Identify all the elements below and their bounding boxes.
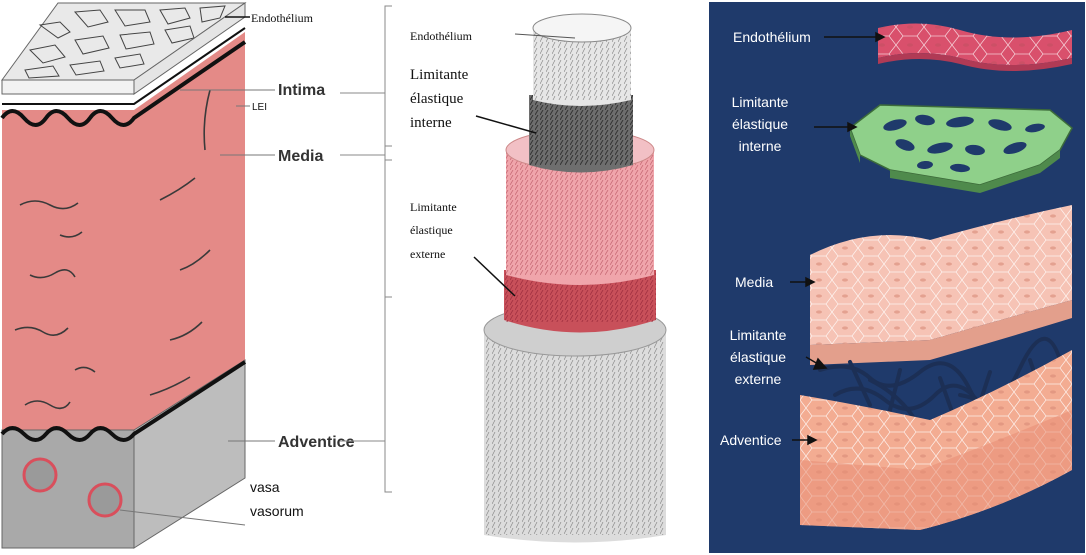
vasa-vasorum-circle-2 <box>89 484 121 516</box>
mid-lee-label-line2: élastique <box>410 223 453 237</box>
right-adventice-label: Adventice <box>720 432 782 448</box>
mid-lee-label-line1: Limitante <box>410 200 457 214</box>
mid-lei-leader <box>476 116 536 133</box>
right-endothelium-label: Endothélium <box>733 29 811 45</box>
left-vasa-label-line1: vasa <box>250 479 280 495</box>
mid-endothelium-label: Endothélium <box>410 29 473 43</box>
mid-lee-label-line3: externe <box>410 247 445 261</box>
right-lee-label-line1: Limitante <box>730 327 787 343</box>
left-media-label: Media <box>278 148 323 165</box>
left-adventice-label: Adventice <box>278 434 355 451</box>
left-block <box>2 3 275 548</box>
layer-brackets <box>340 6 392 492</box>
intima-band <box>2 80 134 94</box>
mid-lei-label-line1: Limitante <box>410 67 469 83</box>
right-lee-label-line2: élastique <box>730 349 786 365</box>
right-lei-label-line3: interne <box>739 138 782 154</box>
mid-lei-label-line2: élastique <box>410 91 464 107</box>
right-lee-label-line3: externe <box>735 371 782 387</box>
right-lei-label-line2: élastique <box>732 116 788 132</box>
middle-cylinder <box>474 14 666 543</box>
mid-lei-label-line3: interne <box>410 115 452 131</box>
vasa-vasorum-circle-1 <box>24 459 56 491</box>
right-media-label: Media <box>735 274 773 290</box>
left-vasa-label-line2: vasorum <box>250 503 304 519</box>
left-lei-label: LEI <box>252 102 267 113</box>
left-intima-label: Intima <box>278 82 325 99</box>
right-lei-label-line1: Limitante <box>732 94 789 110</box>
left-endothelium-label: Endothélium <box>251 11 314 25</box>
